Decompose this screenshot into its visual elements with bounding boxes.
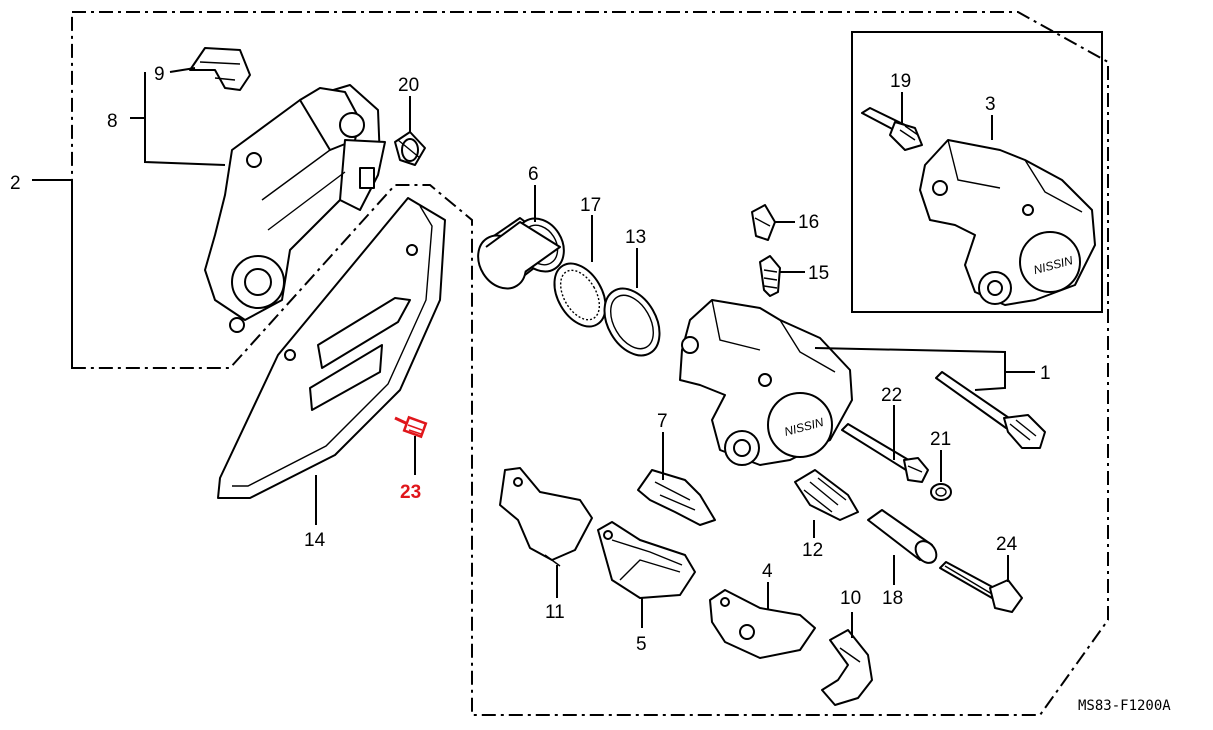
label-7: 7 — [657, 411, 668, 432]
label-16: 16 — [798, 212, 819, 233]
piston-6 — [477, 217, 565, 290]
label-21: 21 — [930, 429, 951, 450]
label-12: 12 — [802, 540, 823, 561]
label-18: 18 — [882, 588, 903, 609]
collar-18 — [867, 509, 938, 564]
label-20: 20 — [398, 75, 419, 96]
caliper-bracket — [204, 84, 386, 333]
label-9: 9 — [154, 64, 165, 85]
label-1: 1 — [1040, 363, 1051, 384]
label-23: 23 — [400, 482, 421, 503]
label-6: 6 — [528, 164, 539, 185]
pad-spring-clip-9 — [189, 47, 251, 91]
slide-pin-19 — [861, 107, 923, 151]
caliper-inset-box — [851, 31, 1103, 313]
pad-retainer-7 — [637, 469, 716, 526]
bleeder-cap-16 — [751, 204, 776, 241]
brake-pad-4 — [709, 589, 816, 659]
label-8: 8 — [107, 111, 118, 132]
label-10: 10 — [840, 588, 861, 609]
slide-pin-22 — [841, 423, 929, 483]
pin-bolt-long — [935, 371, 1046, 449]
brake-pad-5 — [597, 521, 696, 599]
label-22: 22 — [881, 385, 902, 406]
pad-spring-10 — [821, 629, 873, 706]
caliper-assembly-3: NISSIN — [919, 139, 1096, 306]
label-3: 3 — [985, 94, 996, 115]
nut-21 — [930, 483, 952, 501]
label-24: 24 — [996, 534, 1018, 555]
label-17: 17 — [580, 195, 601, 216]
leader-lines — [32, 67, 1035, 638]
bleeder-screw-15 — [759, 255, 781, 297]
label-11: 11 — [545, 602, 565, 623]
caliper-body-1: NISSIN — [679, 299, 853, 466]
label-5: 5 — [636, 634, 647, 655]
pin-boot-20 — [394, 131, 426, 166]
cover-bolt-23 — [394, 415, 428, 439]
part-labels: 2 8 9 20 6 17 13 16 15 3 19 1 22 21 24 1… — [10, 64, 1051, 655]
mounting-bolt-24 — [939, 561, 1023, 613]
label-13: 13 — [625, 227, 646, 248]
drawing-code: MS83-F1200A — [1078, 698, 1171, 714]
label-14: 14 — [304, 530, 326, 551]
dust-seal-13 — [603, 287, 661, 357]
label-4: 4 — [762, 561, 773, 582]
pad-shim-11 — [499, 467, 593, 567]
disc-cover-14 — [217, 197, 446, 499]
piston-seal-17 — [553, 262, 607, 328]
label-19: 19 — [890, 71, 911, 92]
label-2: 2 — [10, 173, 21, 194]
label-15: 15 — [808, 263, 829, 284]
pin-boot-12 — [794, 469, 859, 521]
group-outline — [71, 11, 1109, 716]
